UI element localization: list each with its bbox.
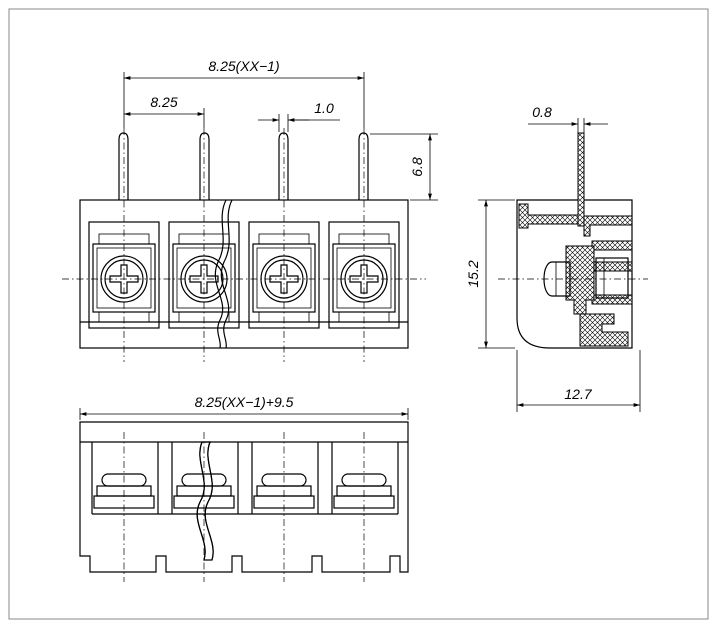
side-view (498, 132, 648, 349)
dim-depth: 12.7 (564, 386, 592, 402)
front-dimensions: 8.25(XX−1) 8.25 1.0 6.8 (123, 58, 438, 201)
bottom-view (79, 421, 409, 582)
drawing-border (8, 8, 709, 620)
front-body (79, 199, 409, 349)
dim-pin-width: 1.0 (314, 100, 334, 116)
dim-pin-length: 6.8 (409, 157, 425, 177)
bottom-dimensions: 8.25(XX−1)+9.5 (79, 394, 409, 420)
terminal-cells (88, 221, 400, 329)
dim-height: 15.2 (465, 260, 481, 287)
dim-pitch: 8.25 (150, 94, 177, 110)
dim-overall-pins: 8.25(XX−1) (208, 58, 279, 74)
front-view (62, 128, 426, 362)
dim-side-pin: 0.8 (532, 104, 552, 120)
dim-overall-length: 8.25(XX−1)+9.5 (195, 394, 294, 410)
bottom-clamps (93, 473, 395, 509)
pins (118, 132, 369, 200)
break-lines (214, 199, 233, 349)
side-dimensions: 0.8 15.2 12.7 (465, 104, 641, 412)
centerlines (62, 128, 426, 362)
